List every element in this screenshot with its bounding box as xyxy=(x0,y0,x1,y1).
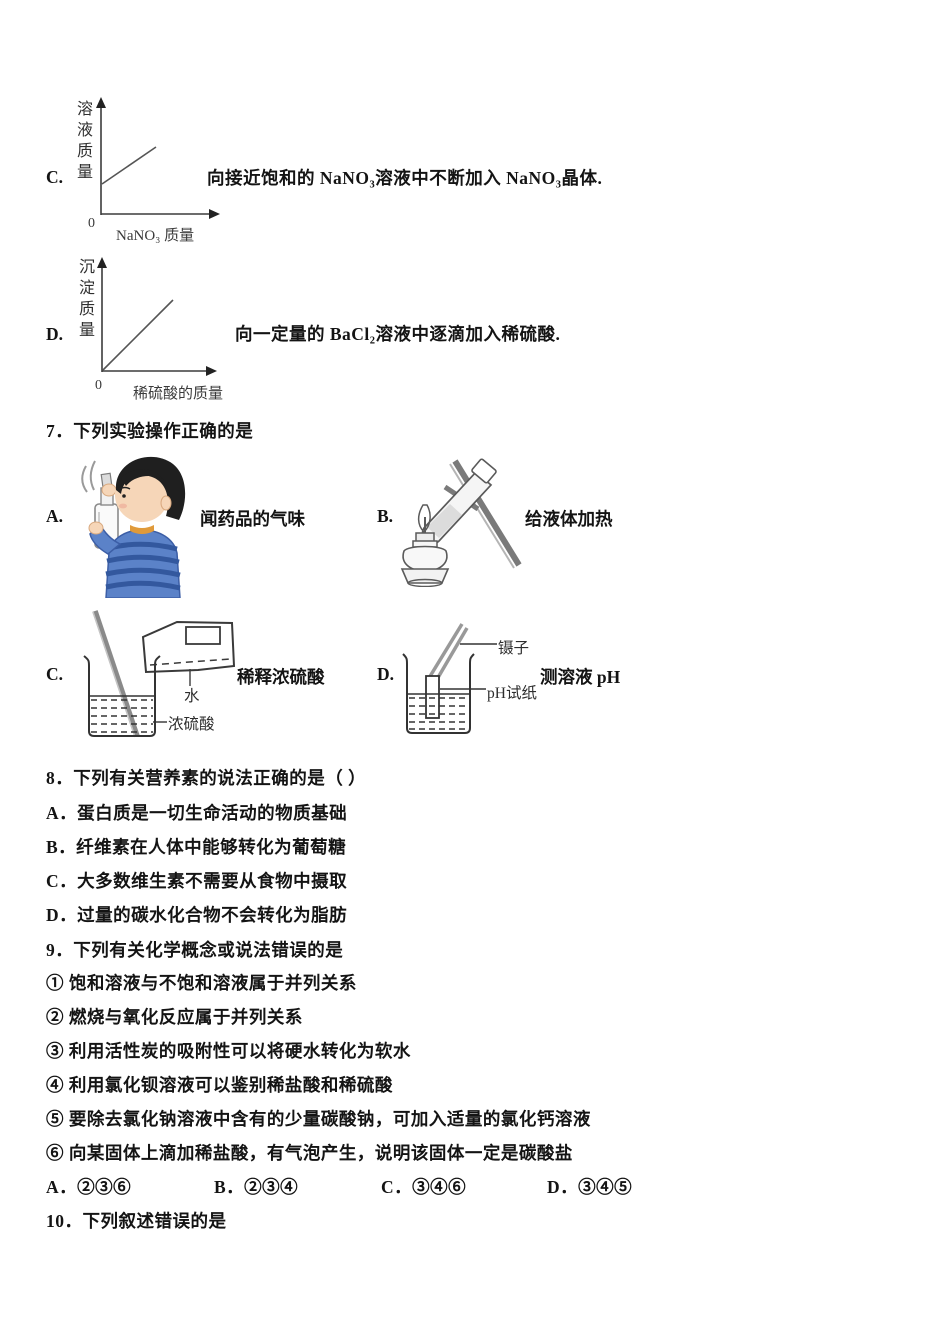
q7-option-b-caption: 给液体加热 xyxy=(525,509,613,529)
water-annotation: 水 xyxy=(184,688,200,705)
alcohol-lamp xyxy=(400,504,450,587)
graph-c-ylabel: 溶液质量 xyxy=(74,100,91,184)
tweezers-annotation: 镊子 xyxy=(498,640,530,657)
tweezers xyxy=(427,623,497,682)
q9-answer-c: C．③④⑥ xyxy=(381,1177,467,1197)
beaker xyxy=(83,655,167,737)
q8-option-b: B．纤维素在人体中能够转化为葡萄糖 xyxy=(46,837,347,857)
graph-d-axes xyxy=(101,265,210,372)
question-9-stem: 9．下列有关化学概念或说法错误的是 xyxy=(46,940,344,960)
graph-d-xlabel: 稀硫酸的质量 xyxy=(133,386,224,402)
question-7-stem: 7．下列实验操作正确的是 xyxy=(46,421,254,441)
concentrated-acid-annotation: 浓硫酸 xyxy=(168,716,215,733)
q9-statement-2: ② 燃烧与氧化反应属于并列关系 xyxy=(46,1007,303,1027)
ph-beaker xyxy=(402,653,475,734)
q9-answer-a: A．②③⑥ xyxy=(46,1177,132,1197)
sweater-collar xyxy=(130,525,154,534)
graph-c-yaxis-arrow xyxy=(96,97,106,108)
boy-sweater xyxy=(89,522,181,598)
q8-option-d: D．过量的碳水化合物不会转化为脂肪 xyxy=(46,905,348,925)
graph-c-plot xyxy=(96,97,220,219)
option-letter-d-graph: D. xyxy=(46,324,64,344)
question-10-stem: 10．下列叙述错误的是 xyxy=(46,1211,227,1231)
q7-option-c-letter: C. xyxy=(46,664,64,684)
q9-statement-5: ⑤ 要除去氯化钠溶液中含有的少量碳酸钠，可加入适量的氯化钙溶液 xyxy=(46,1109,591,1129)
q7-option-a-caption: 闻药品的气味 xyxy=(200,509,305,529)
option-letter-c-graph: C. xyxy=(46,167,64,187)
graph-d-yaxis-arrow xyxy=(97,257,107,268)
question-8-stem: 8．下列有关营养素的说法正确的是（ ） xyxy=(46,768,367,788)
boy-smelling-illustration xyxy=(81,456,186,598)
graph-d-data-line xyxy=(102,299,174,371)
graph-d-origin: 0 xyxy=(95,378,102,393)
graph-c-xaxis-arrow xyxy=(209,209,220,219)
dilute-acid-illustration xyxy=(83,610,236,738)
q7-option-b-letter: B. xyxy=(377,506,394,526)
q7-option-d-letter: D. xyxy=(377,664,395,684)
q9-answer-b: B．②③④ xyxy=(214,1177,299,1197)
graph-c-description: 向接近饱和的 NaNO₃溶液中不断加入 NaNO₃晶体. xyxy=(207,168,603,188)
graph-c-data-line xyxy=(101,146,157,185)
q9-answer-d: D．③④⑤ xyxy=(547,1177,633,1197)
boy-head xyxy=(115,456,186,522)
glass-rod xyxy=(92,610,140,738)
graph-c-axes xyxy=(100,105,213,215)
ph-paper-annotation: pH试纸 xyxy=(487,685,537,702)
q7-option-c-caption: 稀释浓硫酸 xyxy=(237,667,325,687)
graph-d-xaxis-arrow xyxy=(206,366,217,376)
q7-option-a-letter: A. xyxy=(46,506,64,526)
graph-c-origin: 0 xyxy=(88,216,95,231)
q9-statement-3: ③ 利用活性炭的吸附性可以将硬水转化为软水 xyxy=(46,1041,411,1061)
water-container xyxy=(141,620,236,686)
graph-d-plot xyxy=(97,257,217,376)
q9-statement-4: ④ 利用氯化钡溶液可以鉴别稀盐酸和稀硫酸 xyxy=(46,1075,393,1095)
graph-d-description: 向一定量的 BaCl₂溶液中逐滴加入稀硫酸. xyxy=(235,324,561,344)
q9-statement-6: ⑥ 向某固体上滴加稀盐酸，有气泡产生，说明该固体一定是碳酸盐 xyxy=(46,1143,573,1163)
ph-strip xyxy=(425,675,486,719)
q7-option-d-caption: 测溶液 pH xyxy=(540,667,621,687)
measure-ph-illustration xyxy=(402,623,497,734)
vapor-waft-lines xyxy=(81,460,96,493)
holding-hand xyxy=(88,521,104,535)
acid-liquid xyxy=(91,699,153,733)
graph-c-xlabel: NaNO₃ 质量 xyxy=(116,228,195,244)
graph-d-ylabel: 沉淀质量 xyxy=(76,258,93,342)
wafting-hand xyxy=(101,483,117,497)
q9-statement-1: ① 饱和溶液与不饱和溶液属于并列关系 xyxy=(46,973,357,993)
heating-liquid-illustration xyxy=(400,458,522,587)
q8-option-a: A．蛋白质是一切生命活动的物质基础 xyxy=(46,803,348,823)
q8-option-c: C．大多数维生素不需要从食物中摄取 xyxy=(46,871,348,891)
